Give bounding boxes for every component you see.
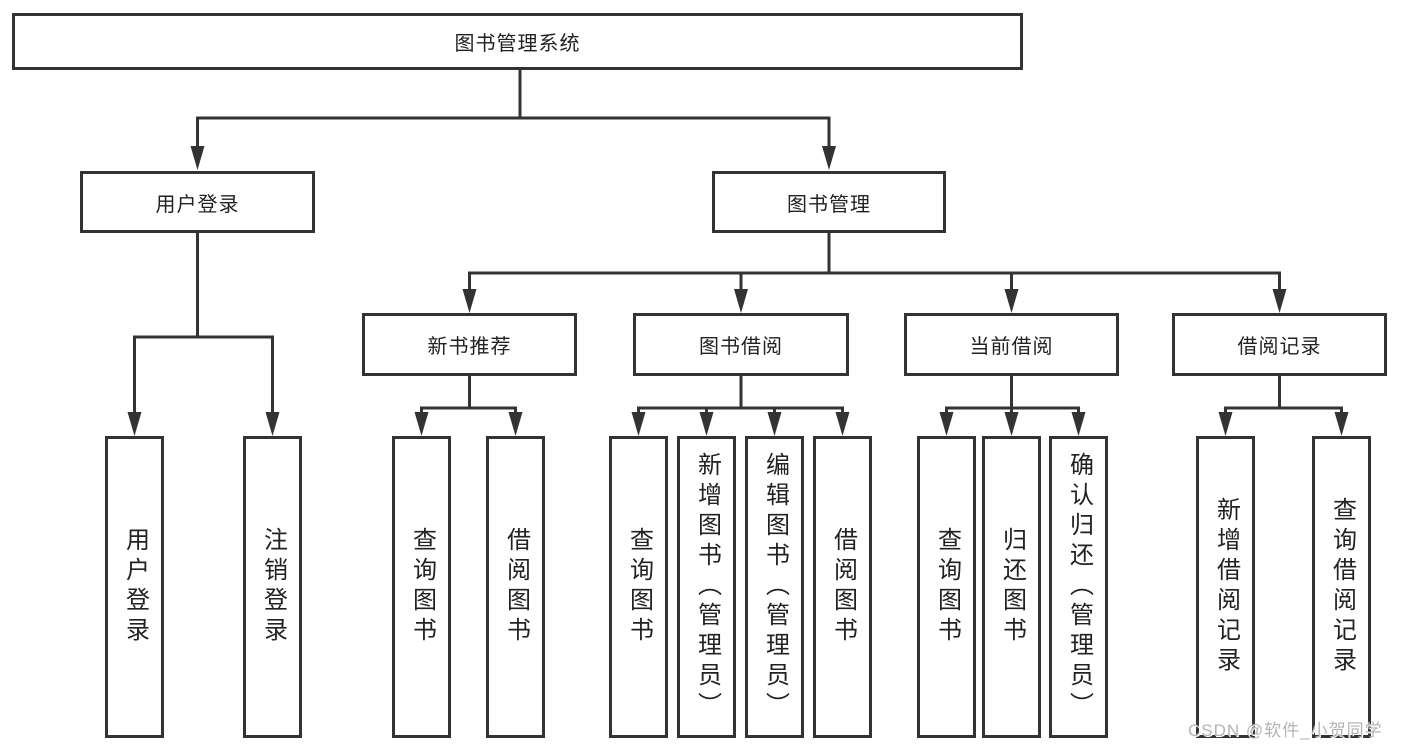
node-book-borrow: 图书借阅: [633, 313, 849, 376]
leaf-confirm-return-admin: 确认归还（管理员）: [1049, 436, 1108, 738]
edge-borrow-to-leaves: [631, 376, 850, 436]
node-user-login: 用户登录: [80, 171, 315, 233]
leaf-query-book-1: 查询图书: [392, 436, 451, 738]
leaf-logout: 注销登录: [243, 436, 302, 738]
arrow-down-icon: [1334, 412, 1349, 436]
arrow-down-icon: [1272, 289, 1287, 313]
arrow-down-icon: [734, 289, 748, 313]
node-borrow-records: 借阅记录: [1172, 313, 1387, 376]
leaf-edit-book-admin: 编辑图书（管理员）: [745, 436, 804, 738]
arrow-down-icon: [835, 412, 850, 436]
leaf-add-book-admin: 新增图书（管理员）: [677, 436, 736, 738]
arrow-down-icon: [1004, 412, 1019, 436]
leaf-return-book: 归还图书: [982, 436, 1041, 738]
arrow-down-icon: [127, 412, 142, 436]
arrow-down-icon: [699, 412, 714, 436]
arrow-down-icon: [265, 412, 280, 436]
arrow-down-icon: [414, 412, 429, 436]
leaf-query-book-3: 查询图书: [917, 436, 976, 738]
leaf-add-borrow-record: 新增借阅记录: [1196, 436, 1255, 738]
arrow-down-icon: [1071, 412, 1086, 436]
edge-current-to-leaves: [939, 376, 1086, 436]
arrow-down-icon: [822, 146, 836, 170]
arrow-down-icon: [939, 412, 954, 436]
node-new-book-recommend: 新书推荐: [362, 313, 577, 376]
arrow-down-icon: [462, 289, 477, 313]
csdn-watermark: CSDN @软件_小贺同学: [1188, 721, 1383, 740]
leaf-query-borrow-record: 查询借阅记录: [1312, 436, 1371, 738]
arrow-down-icon: [1004, 289, 1019, 313]
arrow-down-icon: [190, 146, 205, 170]
arrow-down-icon: [508, 412, 523, 436]
arrow-down-icon: [631, 412, 646, 436]
leaf-borrow-book-1: 借阅图书: [486, 436, 545, 738]
arrow-down-icon: [1218, 412, 1233, 436]
arrow-down-icon: [767, 412, 782, 436]
node-root: 图书管理系统: [12, 13, 1023, 70]
edge-userlogin-to-leaves: [127, 233, 280, 436]
leaf-query-book-2: 查询图书: [609, 436, 668, 738]
node-current-borrow: 当前借阅: [904, 313, 1119, 376]
leaf-borrow-book-2: 借阅图书: [813, 436, 872, 738]
edge-root-to-level2: [190, 70, 836, 170]
edge-bookmgmt-to-level3: [462, 233, 1287, 313]
edge-records-to-leaves: [1218, 376, 1349, 436]
node-book-management: 图书管理: [712, 171, 946, 233]
leaf-user-login: 用户登录: [105, 436, 164, 738]
edge-newbooks-to-leaves: [414, 376, 523, 436]
